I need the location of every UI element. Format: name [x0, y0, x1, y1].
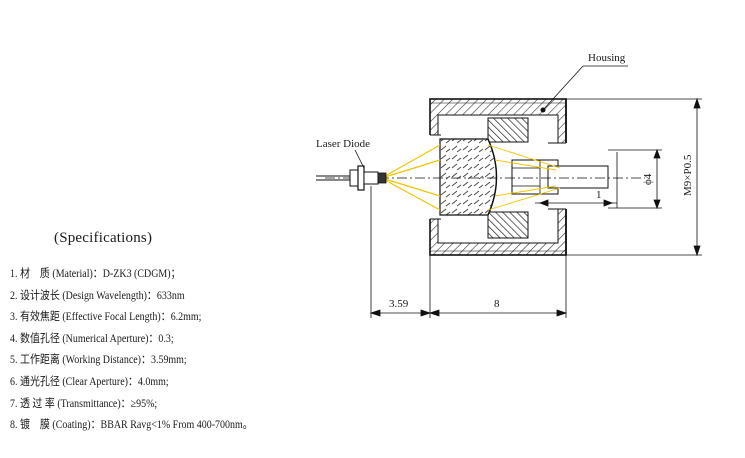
spec-item-material: 1. 材 质 (Material)：D-ZK3 (CDGM)；	[10, 267, 181, 280]
spec-item-design-wavelength: 2. 设计波长 (Design Wavelength)：633nm	[10, 288, 185, 302]
spec-item-coating: 8. 镀 膜 (Coating)：BBAR Ravg<1% From 400-7…	[10, 418, 253, 432]
specifications-list: 1. 材 质 (Material)：D-ZK3 (CDGM)； 2. 设计波长 …	[10, 263, 292, 436]
thread-dimension	[566, 97, 702, 257]
working-distance-dimension-label: 3.59	[389, 298, 409, 310]
laser-diode-leader	[354, 149, 365, 169]
bore-dimension-label: ϕ4	[642, 173, 654, 185]
housing-label: Housing	[588, 52, 626, 64]
spacer-tube	[511, 159, 609, 195]
spec-item-numerical-aperture: 4. 数值孔径 (Numerical Aperture)：0.3;	[10, 331, 174, 345]
specifications-title: (Specifications)	[54, 230, 153, 246]
bore-dimension	[608, 148, 662, 210]
bottom-dimensions	[369, 186, 568, 318]
laser-diode-label: Laser Diode	[316, 138, 370, 150]
spec-item-clear-aperture: 6. 通光孔径 (Clear Aperture)：4.0mm;	[10, 374, 169, 388]
spec-item-working-distance: 5. 工作距离 (Working Distance)：3.59mm;	[10, 353, 187, 367]
laser-diode	[316, 165, 387, 191]
spec-item-focal-length: 3. 有效焦距 (Effective Focal Length)：6.2mm;	[10, 310, 202, 324]
spec-item-transmittance: 7. 透 过 率 (Transmittance)：≥95%;	[10, 396, 158, 410]
small-dimension	[535, 152, 618, 208]
retaining-ring	[487, 117, 529, 239]
lens-element	[439, 138, 498, 216]
housing-leader-dot	[540, 107, 546, 113]
small-dimension-label: 1	[596, 189, 602, 201]
thread-dimension-label: M9×P0.5	[682, 154, 694, 196]
housing-leader	[542, 65, 584, 111]
housing-length-dimension-label: 8	[494, 298, 500, 310]
laser-beam	[384, 144, 561, 211]
